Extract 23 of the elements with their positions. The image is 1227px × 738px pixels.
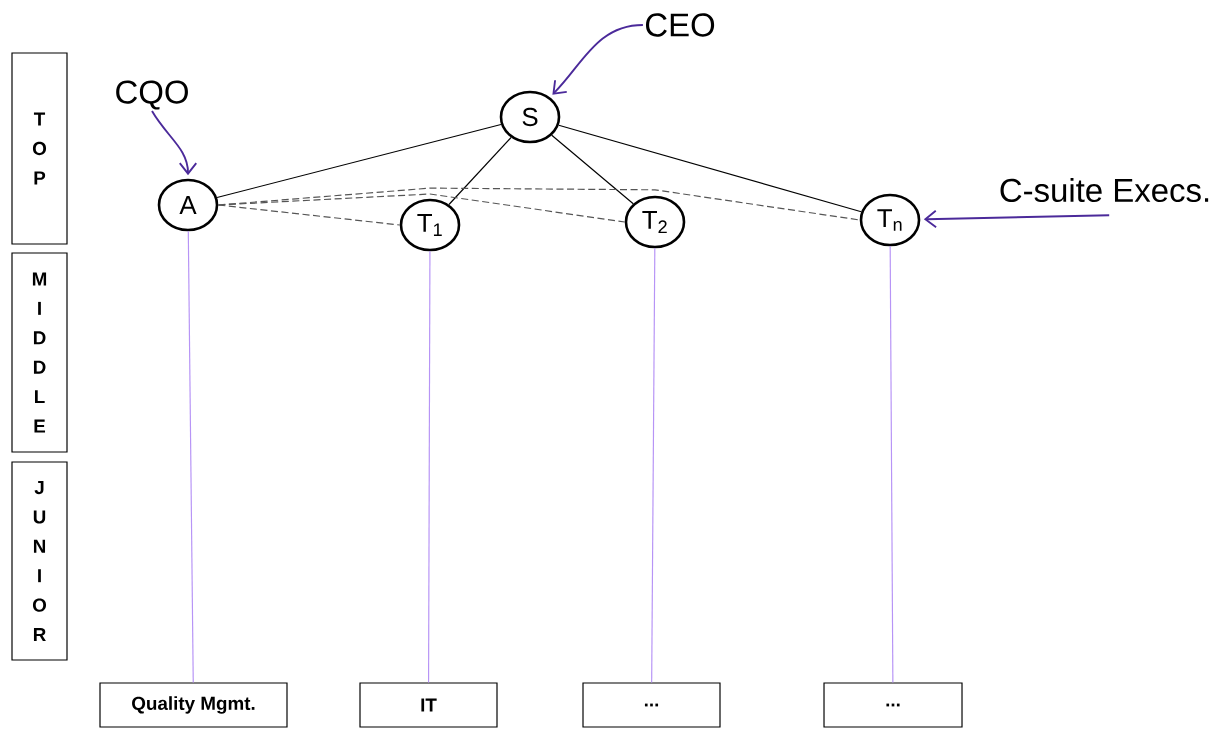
department-box: Quality Mgmt. xyxy=(99,682,288,728)
department-box: ... xyxy=(582,682,721,728)
arrow xyxy=(552,24,644,95)
connector-line xyxy=(651,247,656,683)
connector-line xyxy=(558,124,862,213)
department-box: ... xyxy=(823,682,963,728)
callout-text: CEO xyxy=(646,13,715,37)
connector-line xyxy=(428,250,431,683)
connector-line xyxy=(187,230,194,683)
level-box: T O P xyxy=(11,52,68,245)
department-box: IT xyxy=(359,682,498,728)
connector-line xyxy=(889,245,894,683)
connector-line xyxy=(216,123,502,199)
level-box: M I D D L E xyxy=(11,252,68,453)
arrow xyxy=(923,209,938,229)
callout-text: C-suite Execs. xyxy=(1000,177,1209,203)
level-box: J U N I O R xyxy=(11,461,68,661)
connector-line xyxy=(217,193,626,223)
connector-line xyxy=(448,136,512,206)
arrow xyxy=(151,110,198,176)
callout-text: CQO xyxy=(116,80,188,110)
connector-line xyxy=(551,134,634,205)
connector-line xyxy=(217,187,861,221)
